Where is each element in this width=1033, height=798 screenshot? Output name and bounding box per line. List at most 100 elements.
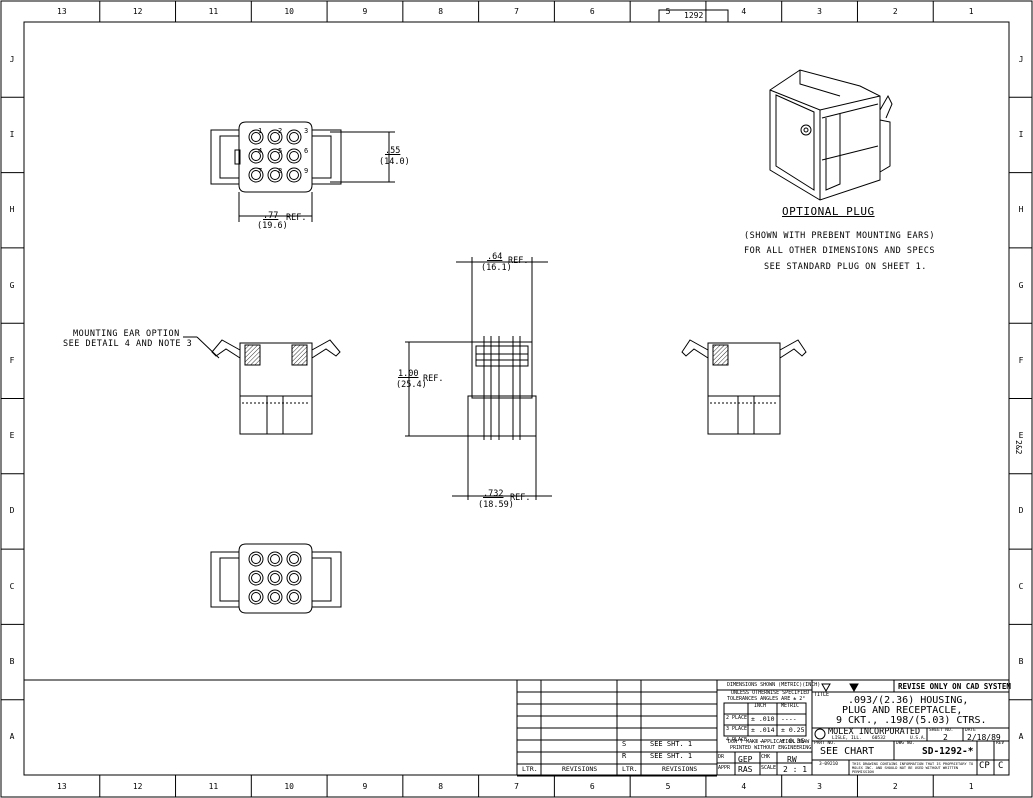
mounting-ear-note-2: SEE DETAIL 4 AND NOTE 3 — [63, 339, 193, 349]
pin-cavity — [286, 167, 302, 183]
pin-cavity — [248, 129, 264, 145]
zone-label: 13 — [57, 7, 67, 16]
zone-label: 11 — [208, 7, 219, 16]
tolerance-metric: ± 0.25 — [781, 726, 805, 734]
zone-label: I — [9, 129, 15, 139]
pin-cavity-inner — [251, 573, 261, 583]
zone-label: 11 — [208, 782, 219, 791]
pin-number: 6 — [304, 147, 309, 155]
pin-cavity-inner — [289, 573, 299, 583]
dr-label: DR — [718, 754, 725, 760]
pin-cavity-inner — [270, 170, 280, 180]
dim-top-height-mm: (14.0) — [379, 157, 410, 167]
pin-cavity-inner — [270, 151, 280, 161]
optional-plug-title: OPTIONAL PLUG — [782, 205, 875, 218]
zone-label: E — [9, 431, 15, 441]
tol-col-metric: METRIC — [781, 703, 800, 709]
dim-side-height: 1.00 — [398, 369, 419, 379]
tolerance-place: 2 PLACE — [726, 715, 748, 721]
scale-label: SCALE — [761, 765, 777, 771]
pin-number: 1 — [258, 127, 263, 135]
zone-label: 4 — [741, 782, 747, 791]
zone-label: I — [1018, 129, 1024, 139]
dim-ref: REF. — [510, 493, 531, 503]
cad-label: CP — [979, 761, 990, 771]
pin-number: 8 — [278, 167, 283, 175]
revise-note: REVISE ONLY ON CAD SYSTEM — [898, 682, 1011, 691]
side-view — [405, 257, 552, 500]
dim-bottom-width: .732 — [483, 489, 504, 499]
tolerance-metric: ± 0.35 — [781, 737, 805, 745]
pin-number: 9 — [304, 167, 309, 175]
zone-label: J — [1018, 54, 1024, 64]
pin-cavity-inner — [289, 592, 299, 602]
zone-label: H — [9, 205, 15, 215]
pin-cavity-inner — [270, 573, 280, 583]
tolerance-header: DIMENSIONS SHOWN (METRIC)(INCH) — [727, 682, 821, 688]
zone-label: F — [9, 355, 15, 365]
zone-label: G — [1018, 280, 1024, 290]
front-view-left — [183, 336, 341, 435]
title-line-1: .093/(2.36) HOUSING, — [848, 695, 969, 706]
zone-label: 5 — [665, 7, 671, 16]
zone-label: 6 — [589, 782, 595, 791]
part-no-label: PART NO. — [814, 741, 836, 746]
title-line-3: 9 CKT., .198/(5.03) CTRS. — [836, 715, 987, 726]
tolerance-place: 3 PLACE — [726, 726, 748, 732]
zone-label: G — [9, 280, 15, 290]
file-number: 3-09210 — [819, 762, 838, 767]
tol-note-1: DON'T MAKE APPLICATION DRAW — [728, 739, 810, 745]
pin-cavity — [248, 167, 264, 183]
dim-bottom-width-mm: (18.59) — [478, 500, 514, 510]
zone-label: 7 — [514, 782, 519, 791]
optional-plug-note-2: FOR ALL OTHER DIMENSIONS AND SPECS — [744, 246, 935, 256]
sheet-label: SHEET NO. — [929, 728, 954, 733]
optional-plug-iso — [769, 69, 893, 201]
dr-value: GEP — [738, 755, 753, 764]
zone-label: 3 — [817, 7, 822, 16]
optional-plug-note-3: SEE STANDARD PLUG ON SHEET 1. — [764, 262, 927, 272]
tolerance-line3: TOLERANCES ANGLES ARE ± 2° — [727, 696, 806, 702]
pin-cavity — [286, 148, 302, 164]
revisions-header: REVISIONS — [662, 765, 698, 773]
mounting-ear-note: MOUNTING EAR OPTION — [73, 329, 180, 339]
pin-cavity-inner — [251, 151, 261, 161]
dwg-no-value: SD-1292-* — [922, 746, 974, 757]
tol-note-2: PRINTED WITHOUT ENGINEERING — [730, 745, 812, 751]
zone-label: 10 — [284, 7, 294, 16]
pin-cavity — [286, 551, 302, 567]
zone-label: 2 — [892, 7, 898, 16]
pin-cavity — [267, 551, 283, 567]
dim-top-width-mm: (19.6) — [257, 221, 288, 231]
side-drawing-number: 2&2 — [1014, 440, 1023, 455]
tolerance-metric: ---- — [781, 715, 797, 723]
dim-side-width-mm: (16.1) — [481, 263, 512, 273]
pin-cavity — [267, 129, 283, 145]
pin-cavity — [286, 129, 302, 145]
pin-cavity-inner — [270, 132, 280, 142]
date-label: DATE — [965, 728, 976, 733]
pin-cavity — [267, 570, 283, 586]
top-drawing-number: 1292 — [684, 11, 704, 20]
rev-value: C — [998, 761, 1004, 771]
pin-cavity-inner — [289, 151, 299, 161]
zone-label: 4 — [741, 7, 747, 16]
ltr-header: LTR. — [522, 765, 538, 773]
zone-label: J — [9, 54, 15, 64]
zone-label: 8 — [438, 782, 444, 791]
top-view — [210, 121, 395, 222]
zone-label: 8 — [438, 7, 444, 16]
pin-number: 5 — [278, 147, 283, 155]
pin-cavity-inner — [289, 554, 299, 564]
pin-cavity — [286, 589, 302, 605]
optional-plug-note-1: (SHOWN WITH PREBENT MOUNTING EARS) — [744, 231, 935, 241]
zone-label: A — [9, 732, 15, 742]
scale-value: 2 : 1 — [783, 765, 808, 774]
rev-text: SEE SHT. 1 — [650, 752, 693, 760]
pin-number: 4 — [258, 147, 263, 155]
dwg-no-label: DWG NO. — [896, 741, 915, 746]
company-city: LISLE, ILL. — [832, 736, 862, 741]
tolerance-inch: ± .014 — [751, 726, 775, 734]
